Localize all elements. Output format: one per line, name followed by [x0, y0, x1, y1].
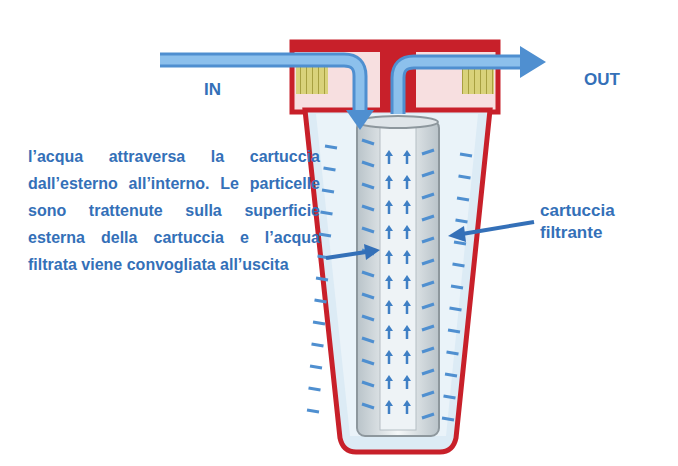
flow-dash [422, 392, 434, 396]
flow-dash [444, 396, 456, 398]
cartridge-cap [358, 116, 438, 128]
flow-dash [422, 348, 434, 352]
flow-dash [362, 184, 374, 188]
flow-dash [362, 206, 374, 210]
filter-cartridge [357, 120, 439, 436]
flow-dash [422, 194, 434, 198]
flow-dash [459, 176, 471, 178]
flow-dash [362, 338, 374, 342]
flow-dash [319, 234, 331, 236]
flow-dash [315, 300, 327, 302]
flow-arrow [385, 350, 393, 356]
flow-dash [362, 162, 374, 166]
flow-arrow [403, 300, 411, 306]
part-label: cartuccia filtrante [540, 200, 650, 244]
inlet-arrow-head [346, 110, 374, 130]
leader-head [364, 244, 380, 260]
flow-dash [362, 316, 374, 320]
flow-dash [453, 264, 465, 266]
flow-dash [456, 220, 468, 222]
flow-arrow [403, 375, 411, 381]
bowl-inner [316, 114, 478, 436]
flow-dash [422, 282, 434, 286]
flow-dash [442, 418, 454, 420]
flow-arrow [403, 400, 411, 406]
flow-dash [422, 260, 434, 264]
flow-arrow [403, 250, 411, 256]
inlet-arrow [160, 60, 360, 112]
flow-arrow [403, 150, 411, 156]
flow-marks [307, 140, 472, 420]
flow-dash [422, 414, 434, 418]
flow-arrow [385, 200, 393, 206]
flow-dash [422, 326, 434, 330]
description-note: l’acqua attraversa la cartuccia dall’est… [28, 143, 320, 278]
flow-dash [422, 238, 434, 242]
flow-dash [322, 190, 334, 192]
flow-arrow [403, 175, 411, 181]
filter-bowl [305, 110, 490, 452]
outlet-arrow [398, 62, 522, 114]
flow-arrow [385, 150, 393, 156]
flow-dash [310, 366, 322, 368]
flow-arrow [403, 275, 411, 281]
flow-arrow [385, 175, 393, 181]
flow-dash [451, 286, 463, 288]
flow-arrow [403, 350, 411, 356]
flow-dash [362, 382, 374, 386]
flow-dash [324, 168, 336, 170]
flow-dash [307, 410, 319, 412]
flow-arrow [385, 400, 393, 406]
flow-dash [422, 216, 434, 220]
flow-dash [313, 322, 325, 324]
flow-dash [362, 228, 374, 232]
flow-dash [321, 212, 333, 214]
flow-arrow [403, 325, 411, 331]
outlet-label: OUT [584, 70, 620, 90]
flow-dash [325, 146, 337, 148]
flow-arrow [385, 275, 393, 281]
flow-dash [312, 344, 324, 346]
leader-head [448, 226, 466, 242]
flow-arrow [385, 375, 393, 381]
flow-arrow [385, 325, 393, 331]
flow-dash [362, 140, 374, 144]
flow-arrow [403, 200, 411, 206]
flow-dash [448, 330, 460, 332]
inlet-arrow-core [160, 60, 360, 112]
inlet-label: IN [204, 80, 221, 100]
flow-arrow [385, 250, 393, 256]
flow-arrow [403, 225, 411, 231]
flow-dash [316, 278, 328, 280]
flow-dash [362, 272, 374, 276]
flow-arrow [385, 225, 393, 231]
head-band [292, 42, 498, 52]
flow-dash [362, 294, 374, 298]
flow-dash [445, 374, 457, 376]
cartridge-core [380, 126, 416, 430]
flow-dash [422, 370, 434, 374]
flow-arrow [385, 300, 393, 306]
leader-line [326, 252, 366, 258]
flow-dash [362, 360, 374, 364]
flow-dash [422, 172, 434, 176]
flow-dash [450, 308, 462, 310]
outlet-arrow-head [520, 46, 546, 78]
flow-dash [309, 388, 321, 390]
flow-dash [447, 352, 459, 354]
flow-dash [422, 304, 434, 308]
flow-dash [422, 150, 434, 154]
flow-dash [454, 242, 466, 244]
leader-line [462, 222, 534, 234]
flow-dash [457, 198, 469, 200]
outlet-arrow-core [398, 62, 522, 114]
flow-dash [362, 404, 374, 408]
flow-dash [460, 154, 472, 156]
